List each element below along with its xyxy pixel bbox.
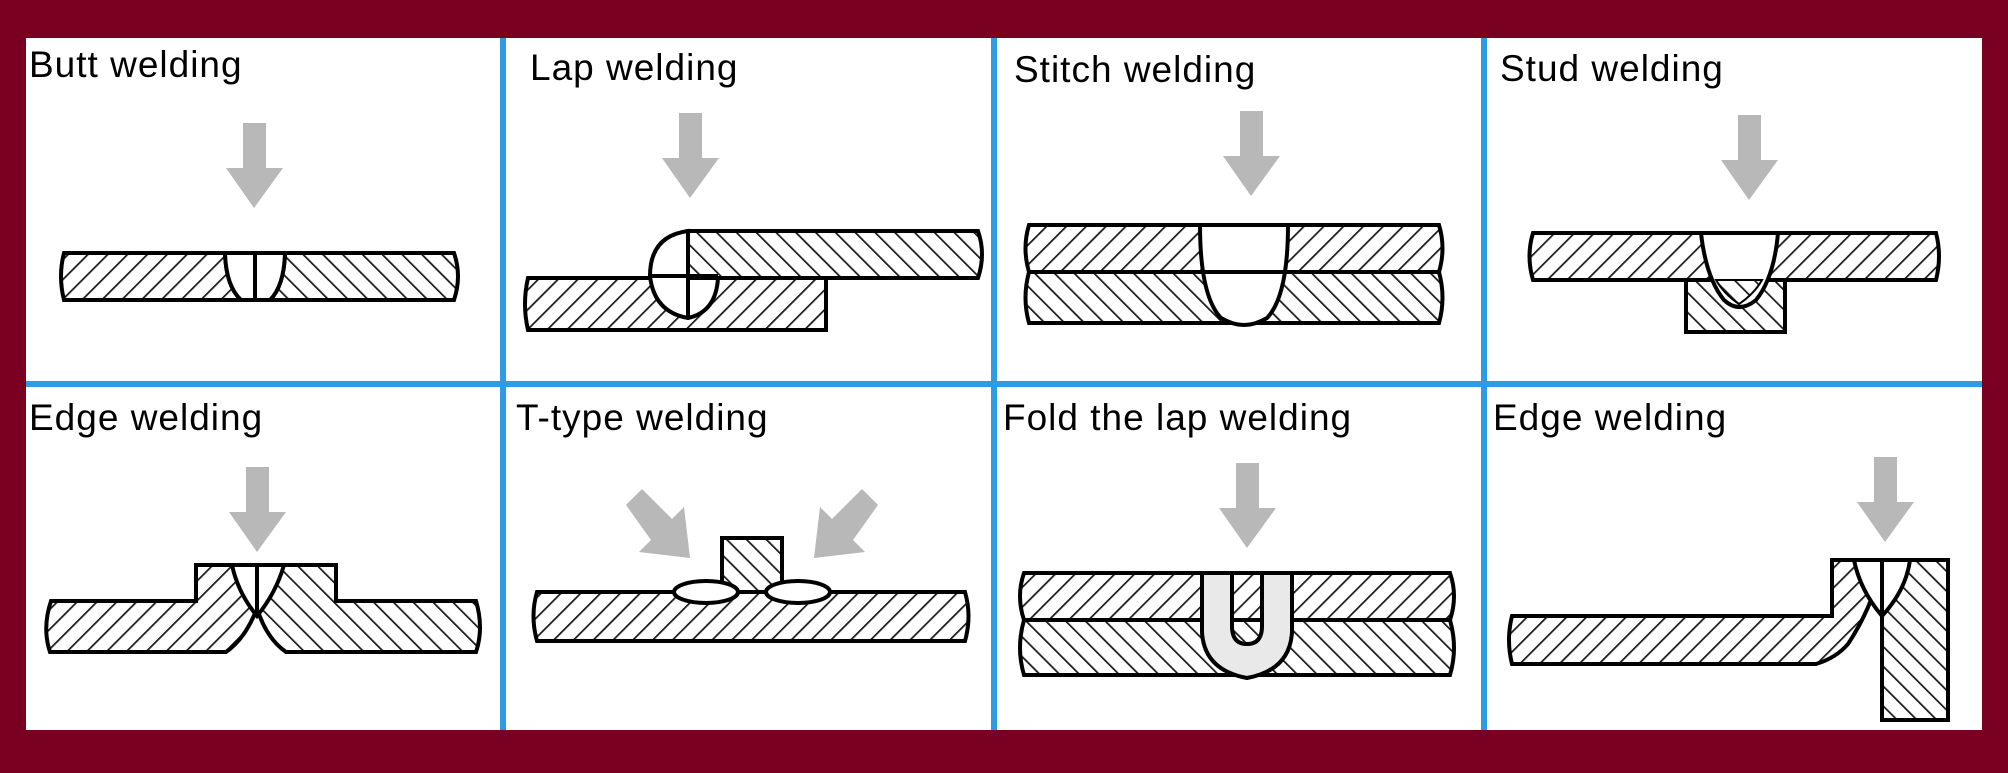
welding-diagrams xyxy=(44,111,1950,722)
edge-plate-right xyxy=(255,563,482,654)
diagonal-arrow-icon-right xyxy=(814,489,878,558)
edge2-vertical-plate xyxy=(1880,558,1950,722)
butt-welding-diagram xyxy=(59,123,460,302)
lap-plate-top xyxy=(686,229,984,280)
stud-weld-bead xyxy=(1698,231,1781,309)
label-t-type-welding: T-type welding xyxy=(516,397,769,438)
stitch-welding-diagram xyxy=(1023,111,1445,327)
stud-weld-hatch xyxy=(1714,279,1764,306)
welding-types-panel-grid: Butt welding Lap welding Stitch welding … xyxy=(26,38,1982,730)
stitch-weld-bead xyxy=(1197,223,1291,327)
edge-plate-left xyxy=(44,563,259,654)
down-arrow-icon xyxy=(1721,115,1778,200)
t-base-plate xyxy=(531,590,971,643)
label-edge-welding-2: Edge welding xyxy=(1493,397,1728,438)
t-type-welding-diagram xyxy=(531,489,971,643)
fold-weld-u-bead xyxy=(1200,571,1294,681)
label-lap-welding: Lap welding xyxy=(530,47,739,88)
t-vertical-plate xyxy=(720,536,784,594)
down-arrow-icon xyxy=(229,467,286,552)
fold-plate-top xyxy=(1018,571,1456,622)
edge2-horizontal-plate xyxy=(1507,558,1885,666)
down-arrow-icon xyxy=(1223,111,1280,196)
divider-horizontal xyxy=(26,381,1982,387)
down-arrow-icon xyxy=(662,113,719,198)
butt-plate-right xyxy=(265,251,460,302)
label-butt-welding: Butt welding xyxy=(29,44,243,85)
stud-welding-diagram xyxy=(1527,115,1941,334)
down-arrow-icon xyxy=(1857,457,1914,542)
label-stud-welding: Stud welding xyxy=(1500,48,1724,89)
t-weld-bead-left xyxy=(672,579,740,605)
edge-welding-diagram-2 xyxy=(1507,457,1950,722)
label-fold-lap-welding: Fold the lap welding xyxy=(1003,397,1353,438)
edge-welding-diagram-1 xyxy=(44,467,482,654)
label-edge-welding-1: Edge welding xyxy=(29,397,264,438)
lap-welding-diagram xyxy=(523,113,984,332)
down-arrow-icon xyxy=(226,123,283,208)
label-stitch-welding: Stitch welding xyxy=(1014,49,1257,90)
fold-lap-welding-diagram xyxy=(1018,463,1456,681)
t-weld-bead-right xyxy=(764,579,832,605)
diagonal-arrow-icon-left xyxy=(626,489,690,558)
down-arrow-icon xyxy=(1219,463,1276,548)
butt-plate-left xyxy=(59,251,247,302)
